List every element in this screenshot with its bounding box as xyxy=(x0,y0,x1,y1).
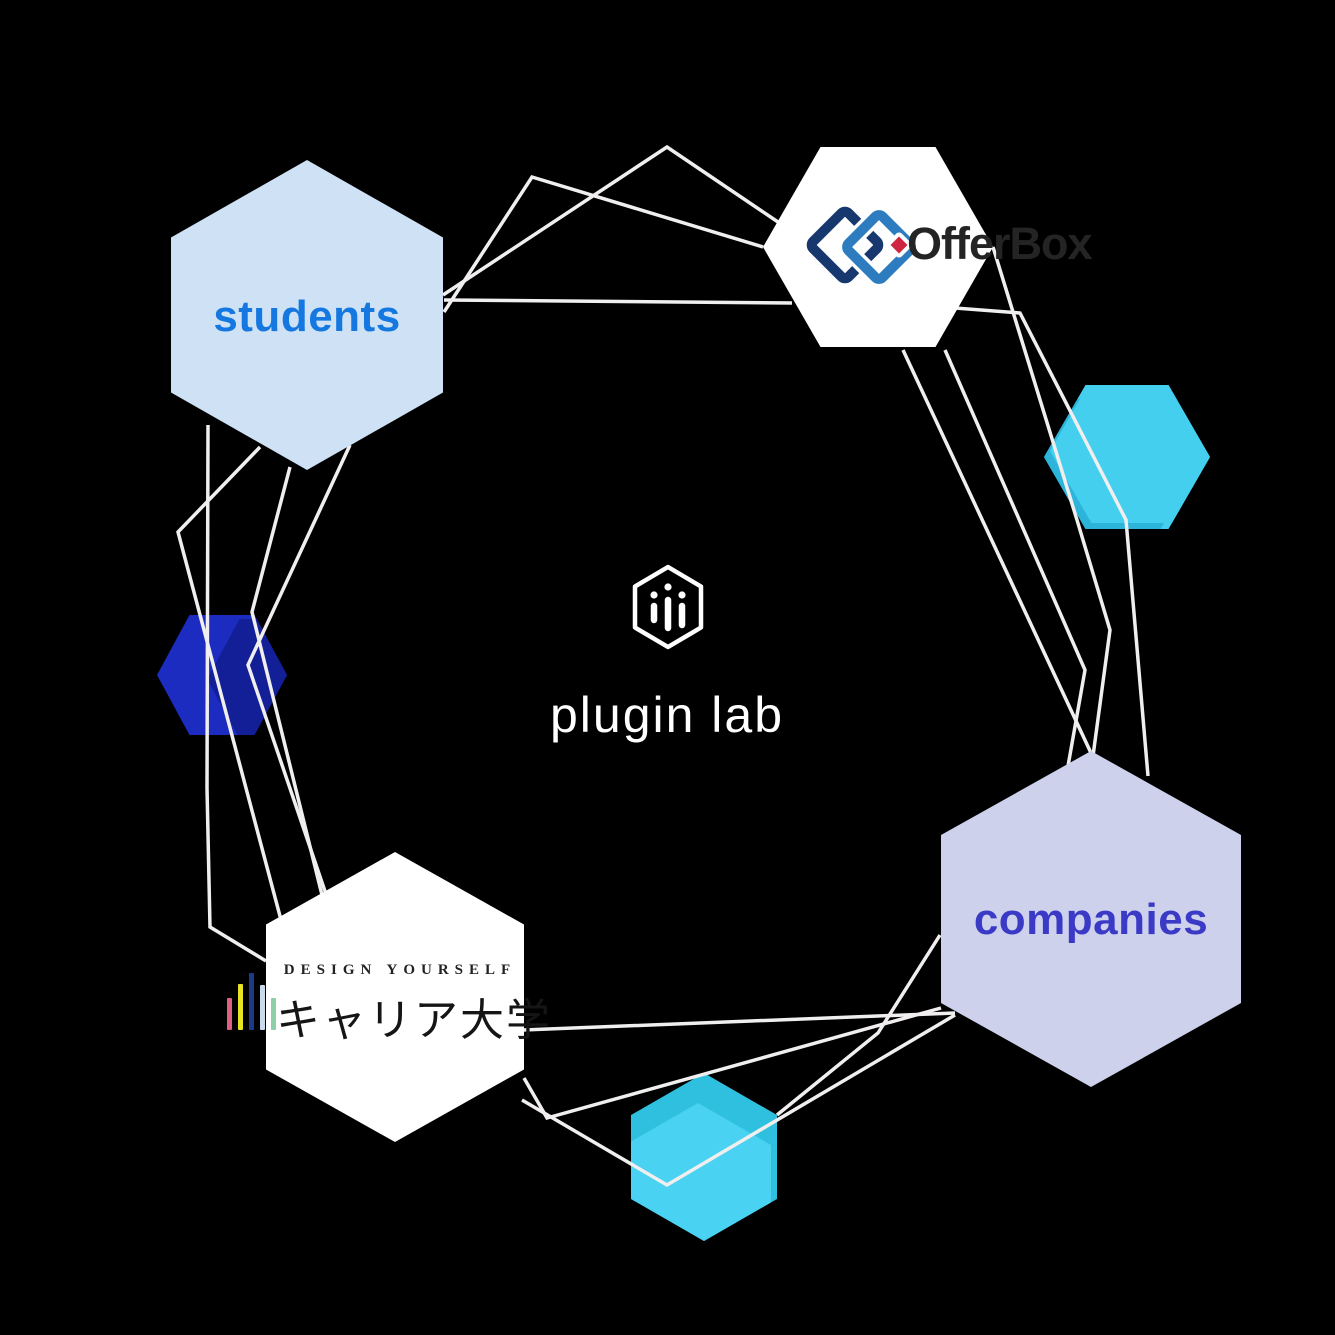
node-hexagon-companies: companies xyxy=(941,751,1241,1087)
connection-line xyxy=(442,144,779,297)
connection-line xyxy=(176,445,287,936)
career-university-logo: DESIGN YOURSELF キャリア大学 xyxy=(266,852,550,1142)
connection-line xyxy=(775,934,942,1117)
career-university-title: キャリア大学 xyxy=(276,996,552,1045)
career-logo-bar xyxy=(227,998,232,1030)
offerbox-logo-mark xyxy=(806,206,920,288)
career-logo-bar xyxy=(249,973,254,1030)
students-label: students xyxy=(213,292,401,341)
career-university-tagline: DESIGN YOURSELF xyxy=(283,962,517,978)
companies-label: companies xyxy=(973,895,1209,944)
offerbox-logo: OfferBox xyxy=(795,185,1135,309)
career-logo-bar xyxy=(271,998,276,1030)
connection-line xyxy=(246,444,352,951)
connection-line xyxy=(522,1006,942,1121)
connection-line xyxy=(991,246,1112,757)
connection-line xyxy=(901,349,1093,754)
connection-line xyxy=(954,306,1150,777)
offerbox-wordmark: OfferBox xyxy=(907,218,1093,269)
connection-line xyxy=(521,1013,956,1188)
plugin-lab-hexagon-icon xyxy=(632,564,704,650)
plugin-lab-wordmark: plugin lab xyxy=(549,687,785,743)
connection-line xyxy=(442,174,764,313)
career-logo-bar xyxy=(238,984,243,1030)
connection-line xyxy=(522,1011,956,1032)
connection-line xyxy=(443,298,793,305)
connection-line xyxy=(943,349,1087,801)
connection-line xyxy=(250,466,324,896)
career-logo-bar xyxy=(260,985,265,1030)
connection-line xyxy=(205,424,267,963)
career-university-bar-chart-mark xyxy=(227,968,276,1030)
